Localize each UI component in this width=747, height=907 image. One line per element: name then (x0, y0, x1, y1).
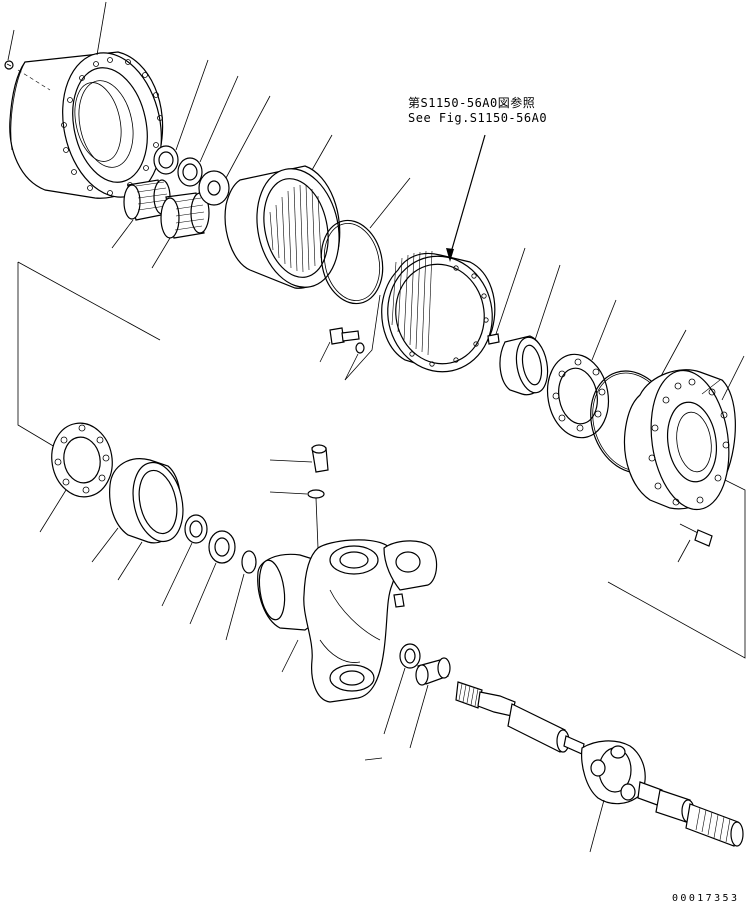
hub-mounting-bolt (679, 523, 713, 547)
snap-ring-leader (369, 177, 411, 229)
thrust-washer-a (153, 145, 179, 175)
seal-ring-a-leader (161, 542, 193, 607)
carrier-bracket (344, 294, 381, 381)
group-bracket-top (17, 261, 161, 341)
oil-seal-leader (534, 264, 561, 341)
reference-arrowhead (446, 248, 454, 262)
needle-bearing-outer-leader (111, 219, 134, 249)
bearing-cup-leader-b (117, 541, 143, 581)
hub-bolt (4, 60, 14, 70)
thrust-plate (198, 170, 230, 206)
oil-seal (499, 335, 549, 396)
dowel-pin-leader (495, 247, 526, 335)
seal-ring-b-leader (189, 562, 217, 625)
bearing-cup-leader-a (91, 527, 119, 563)
steering-knuckle-leader (281, 639, 299, 673)
carrier-washer-leader (344, 353, 359, 381)
o-ring-large-leader (659, 329, 687, 379)
fitting-o-ring (307, 489, 325, 499)
reference-label-english: See Fig.S1150-56A0 (408, 111, 548, 125)
group-bracket-right (607, 479, 746, 659)
thrust-washer-b-leader (199, 75, 239, 163)
taper-roller-bearing-inner-leader (39, 489, 67, 533)
pin-mark (364, 757, 383, 761)
carrier-washer (355, 342, 365, 354)
fitting-o-ring-leader (269, 491, 308, 495)
knuckle-seal (399, 643, 421, 669)
knuckle-bushing (415, 657, 451, 686)
drawing-number: 00017353 (672, 893, 740, 904)
wheel-hub-leader (721, 355, 745, 401)
knuckle-seal-leader (383, 667, 406, 735)
taper-roller-bearing-inner (51, 422, 113, 498)
reference-arrow (449, 134, 486, 257)
taper-roller-bearing-outer-leader (591, 299, 617, 361)
group-bracket-left (17, 262, 61, 451)
snap-ring (320, 219, 384, 305)
knuckle-bushing-leader (409, 684, 429, 749)
retaining-ring-leader (225, 573, 245, 641)
reference-label-japanese: 第S1150-56A0図参照 (408, 96, 536, 110)
thrust-washer-b (177, 157, 203, 187)
bearing-cup (109, 458, 184, 544)
drive-axle-shaft (455, 681, 744, 847)
carrier-bolt-leader (319, 341, 331, 363)
seal-ring-a (184, 514, 208, 544)
grease-fitting-leader (269, 459, 313, 463)
hub-bolt-leader (7, 29, 15, 61)
seal-ring-b (208, 530, 236, 564)
hub-housing (9, 51, 164, 199)
planetary-carrier (381, 250, 496, 373)
dowel-pin (487, 333, 500, 345)
ring-gear-leader (311, 134, 333, 171)
grease-fitting (311, 444, 329, 473)
thrust-plate-leader (225, 95, 271, 179)
needle-bearing-outer (123, 179, 171, 221)
hub-mounting-bolt-leader (677, 539, 691, 563)
wheel-hub (623, 369, 736, 511)
steering-knuckle (257, 539, 438, 703)
needle-bearing-inner-leader (151, 237, 171, 269)
hub-housing-leader (96, 1, 107, 56)
carrier-bolt (329, 327, 360, 345)
retaining-ring (241, 550, 257, 574)
thrust-washer-a-leader (175, 59, 209, 151)
ring-gear (224, 165, 341, 289)
taper-roller-bearing-outer (546, 353, 610, 439)
drive-axle-shaft-leader (589, 799, 605, 853)
needle-bearing-inner (160, 192, 210, 239)
fitting-drop-line (315, 497, 319, 549)
